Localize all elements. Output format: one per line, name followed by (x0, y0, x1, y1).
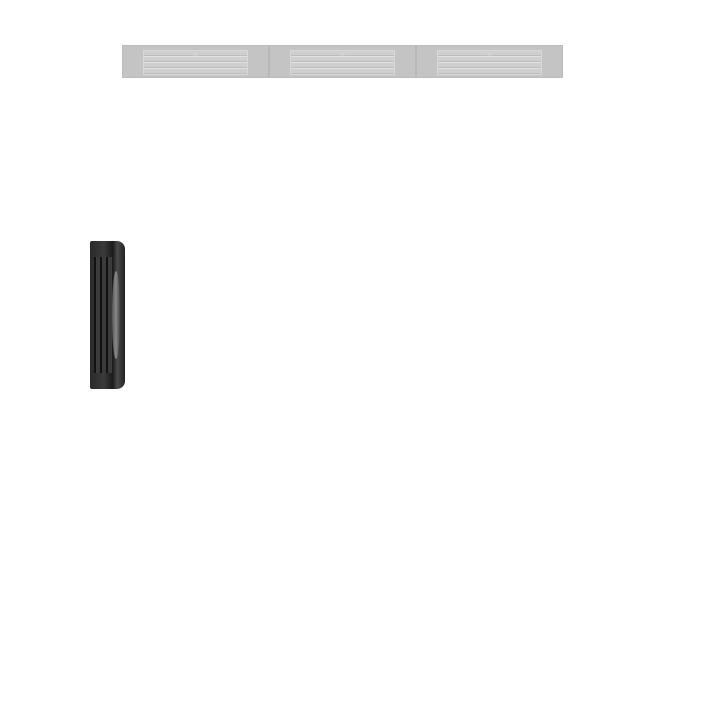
triple-fan-radiator-image: ^ ^ ^ (122, 45, 563, 78)
fan-unit: ^ (417, 46, 562, 77)
fan-hub (112, 271, 120, 359)
fan-fins (94, 257, 112, 373)
chevron-up-icon: ^ (193, 51, 198, 61)
fan-unit: ^ (123, 46, 270, 77)
fan-grille (290, 50, 395, 75)
fan-grille (437, 50, 542, 75)
chevron-up-icon: ^ (340, 51, 345, 61)
fan-grille (143, 50, 248, 75)
fan-side-view-image (90, 241, 125, 389)
fan-unit: ^ (270, 46, 417, 77)
chevron-up-icon: ^ (487, 51, 492, 61)
